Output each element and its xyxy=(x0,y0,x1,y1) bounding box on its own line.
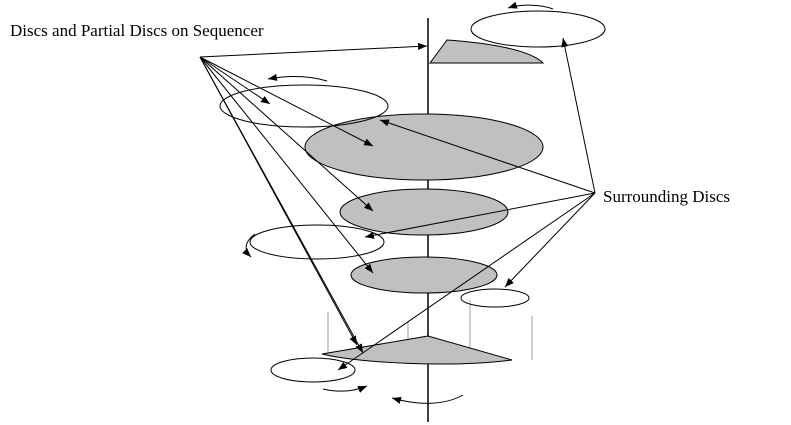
surrounding-disc-mid-left xyxy=(249,224,385,260)
sequencer-pointers xyxy=(199,42,428,354)
disc-large xyxy=(304,113,544,181)
rotation-arrows xyxy=(242,1,554,404)
surrounding-discs-label: Surrounding Discs xyxy=(603,187,730,206)
disc-small xyxy=(350,256,498,294)
rotation-arrow-top xyxy=(507,1,554,10)
sequencer-discs-label: Discs and Partial Discs on Sequencer xyxy=(10,21,264,40)
disc-medium xyxy=(339,188,509,236)
partial-disc-top xyxy=(429,39,545,64)
partial-disc-bottom xyxy=(321,335,513,365)
rotation-arrow-upper-left xyxy=(267,73,328,82)
surrounding-disc-upper-left xyxy=(219,84,389,128)
rotation-arrow-bottom-center xyxy=(391,394,464,404)
sequencer-discs xyxy=(304,39,545,365)
surrounding-discs xyxy=(219,10,606,383)
rotation-arrow-bottom-left xyxy=(322,385,368,393)
surrounding-pointers xyxy=(337,37,596,371)
rotation-arrow-mid-left xyxy=(242,233,256,258)
surrounding-disc-top xyxy=(470,10,606,48)
surrounding-disc-small-right xyxy=(460,288,530,308)
vertical-guide-lines xyxy=(327,300,533,360)
surrounding-disc-bottom-left xyxy=(270,357,356,383)
